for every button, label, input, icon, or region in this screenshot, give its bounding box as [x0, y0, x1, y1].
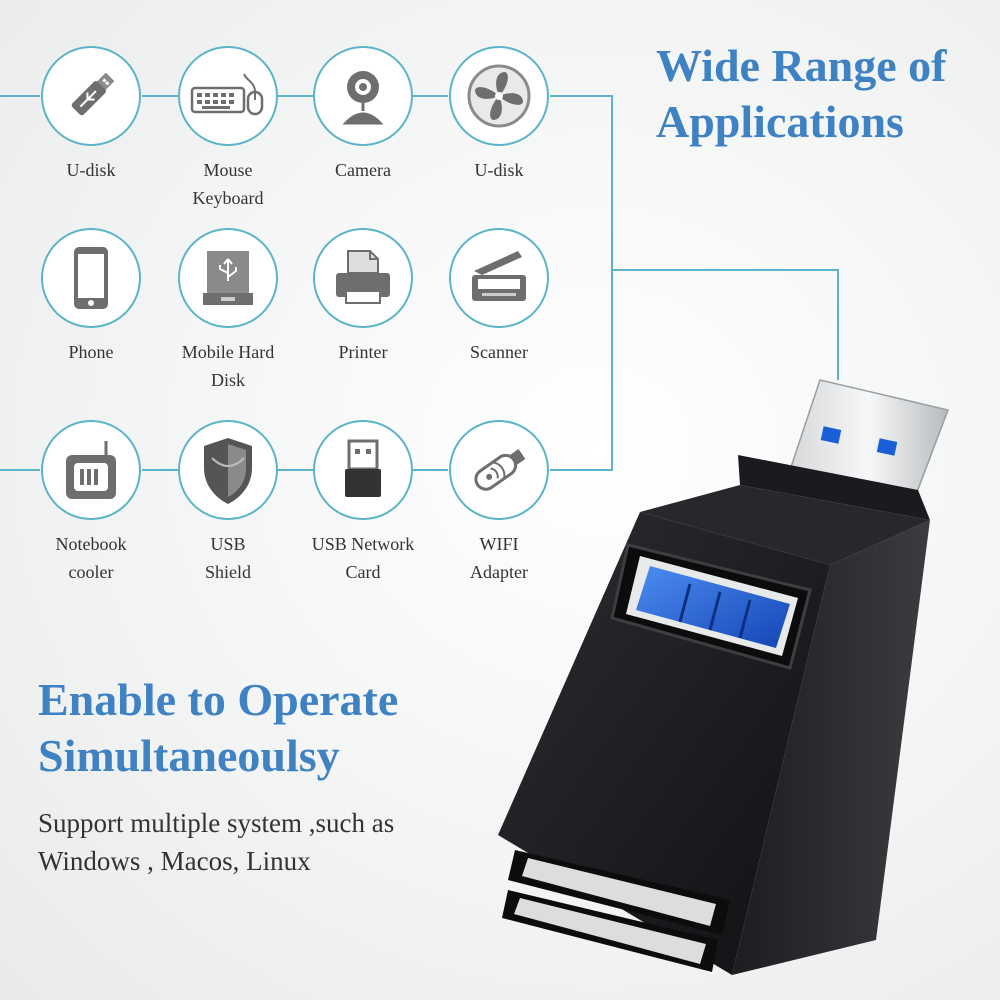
system-support-text: Support multiple system ,such as Windows… — [38, 808, 395, 876]
app-item-network-card: USB Network Card — [283, 420, 443, 586]
app-item-wifi-adapter: WIFI Adapter — [419, 420, 579, 586]
icon-circle — [313, 420, 413, 520]
icon-circle — [449, 228, 549, 328]
app-item-fan: U-disk — [419, 46, 579, 184]
icon-circle — [41, 228, 141, 328]
icon-circle — [178, 420, 278, 520]
app-item-hard-disk: Mobile Hard Disk — [148, 228, 308, 394]
icon-circle — [449, 420, 549, 520]
keyboard-mouse-icon — [190, 73, 264, 116]
icon-circle — [449, 46, 549, 146]
icon-label: U-disk — [66, 160, 116, 180]
phone-icon — [74, 247, 108, 309]
app-item-shield: USB Shield — [148, 420, 308, 586]
icon-label: Mobile Hard Disk — [181, 342, 275, 390]
app-item-u-disk: U-disk — [11, 46, 171, 184]
icon-label: WIFI Adapter — [470, 534, 528, 582]
webcam-icon — [342, 71, 384, 125]
wifi-adapter-icon — [474, 449, 526, 491]
app-item-phone: Phone — [11, 228, 171, 366]
icon-circle — [313, 228, 413, 328]
shield-icon — [204, 438, 252, 504]
hard-disk-icon — [203, 251, 253, 305]
headline-applications: Wide Range of Applications — [656, 40, 947, 147]
app-item-camera: Camera — [283, 46, 443, 184]
icon-label: Phone — [68, 342, 114, 362]
icon-label: Mouse Keyboard — [192, 160, 264, 208]
icon-label: U-disk — [474, 160, 524, 180]
icon-circle — [178, 228, 278, 328]
icon-label: USB Network Card — [311, 534, 415, 582]
fan-icon — [467, 64, 531, 128]
app-item-cooler: Notebook cooler — [11, 420, 171, 586]
app-item-printer: Printer — [283, 228, 443, 366]
icon-label: USB Shield — [204, 534, 251, 582]
icon-circle — [313, 46, 413, 146]
app-item-keyboard: Mouse Keyboard — [148, 46, 308, 212]
icon-circle — [178, 46, 278, 146]
usb-stick-icon — [71, 72, 115, 116]
icon-label: Notebook cooler — [55, 534, 127, 582]
icon-circle — [41, 420, 141, 520]
headline-operate: Enable to Operate Simultaneoulsy — [38, 674, 399, 781]
cooler-icon — [66, 441, 116, 499]
icon-circle — [41, 46, 141, 146]
icon-label: Camera — [335, 160, 391, 180]
icon-label: Printer — [338, 342, 388, 362]
icon-label: Scanner — [470, 342, 528, 362]
printer-icon — [336, 250, 390, 304]
scanner-icon — [472, 251, 526, 301]
network-card-icon — [345, 439, 381, 497]
app-item-scanner: Scanner — [419, 228, 579, 366]
